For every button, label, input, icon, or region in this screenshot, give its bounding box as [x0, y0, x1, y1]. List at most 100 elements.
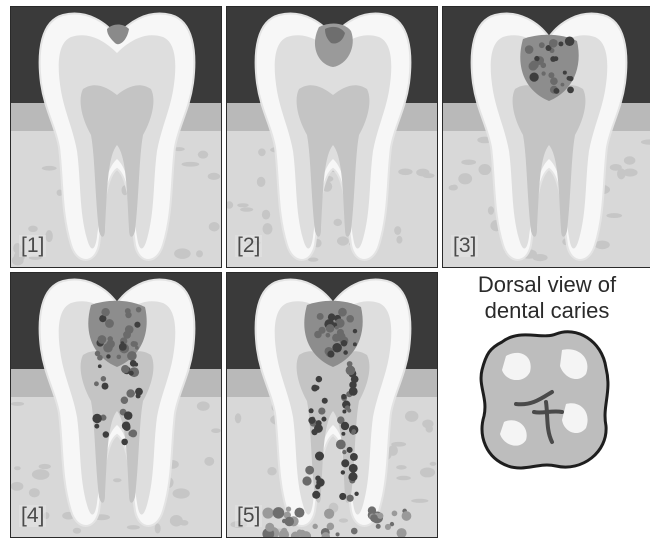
periapical-abscess	[397, 528, 407, 538]
periapical-abscess	[273, 507, 285, 519]
periapical-abscess	[281, 528, 287, 534]
bacteria-cluster	[558, 41, 563, 46]
bone-texture-spot	[11, 482, 23, 491]
bone-texture-spot	[196, 250, 203, 257]
bacteria-cluster	[103, 431, 109, 437]
tooth-illustration-stage-2	[227, 7, 438, 268]
bacteria-cluster	[342, 450, 346, 454]
bone-texture-spot	[337, 236, 349, 245]
bone-texture-spot	[478, 164, 491, 175]
bacteria-cluster	[101, 376, 106, 381]
bacteria-cluster	[124, 411, 133, 420]
periapical-abscess	[385, 524, 391, 530]
bacteria-cluster	[312, 491, 320, 499]
bone-texture-spot	[113, 478, 121, 482]
bone-texture-spot	[339, 518, 348, 522]
bone-texture-spot	[42, 166, 57, 171]
bone-texture-spot	[204, 457, 214, 466]
bone-texture-spot	[411, 499, 428, 503]
caption-line-2: dental caries	[444, 298, 650, 324]
bacteria-cluster	[341, 422, 349, 430]
bacteria-cluster	[539, 42, 545, 48]
bacteria-cluster	[132, 341, 138, 347]
bacteria-cluster	[341, 340, 348, 347]
bacteria-cluster	[341, 394, 346, 399]
bacteria-cluster	[326, 333, 331, 338]
tooth-illustration-stage-1	[11, 7, 222, 268]
stage-5-label: [5]	[235, 505, 262, 527]
bacteria-cluster	[541, 71, 545, 75]
bacteria-cluster	[341, 470, 345, 474]
bacteria-cluster	[561, 83, 565, 87]
bacteria-cluster	[316, 376, 322, 382]
periapical-abscess	[324, 509, 334, 519]
bone-texture-spot	[32, 469, 50, 480]
bone-texture-spot	[532, 254, 547, 261]
bone-texture-spot	[257, 177, 266, 187]
bacteria-cluster	[98, 335, 107, 344]
bone-texture-spot	[174, 248, 191, 258]
bacteria-cluster	[550, 77, 558, 85]
bone-texture-spot	[258, 148, 266, 156]
bone-texture-spot	[127, 525, 140, 529]
bone-texture-spot	[398, 169, 412, 176]
bacteria-cluster	[121, 439, 128, 446]
dorsal-view-tooth-crown	[476, 326, 612, 474]
bone-texture-spot	[198, 151, 208, 159]
bacteria-cluster	[567, 86, 574, 93]
periapical-abscess	[282, 519, 286, 523]
bone-texture-spot	[11, 402, 24, 406]
bone-texture-spot	[39, 464, 51, 469]
periapical-abscess	[336, 532, 340, 536]
bacteria-cluster	[345, 405, 350, 410]
bacteria-cluster	[302, 476, 311, 485]
stage-4-label: [4]	[19, 505, 46, 527]
bone-texture-spot	[14, 466, 21, 470]
bacteria-cluster	[311, 429, 317, 435]
bacteria-cluster	[342, 409, 346, 413]
bone-texture-spot	[182, 162, 200, 167]
bacteria-cluster	[529, 62, 538, 71]
periapical-abscess	[392, 511, 398, 517]
bone-texture-spot	[430, 462, 437, 466]
tooth-illustration-stage-5	[227, 273, 438, 538]
periapical-abscess	[377, 513, 383, 519]
bacteria-cluster	[305, 466, 314, 475]
bone-texture-spot	[29, 488, 40, 497]
bone-texture-spot	[208, 173, 220, 180]
bone-texture-spot	[396, 236, 402, 244]
bacteria-cluster	[318, 407, 325, 414]
bacteria-cluster	[351, 431, 355, 435]
bacteria-cluster	[341, 432, 345, 436]
bacteria-cluster	[346, 366, 356, 376]
crown-outline	[481, 332, 608, 468]
bacteria-cluster	[105, 319, 114, 328]
bacteria-cluster	[337, 329, 344, 336]
bacteria-cluster	[563, 71, 567, 75]
tooth-illustration-stage-3	[443, 7, 650, 268]
bone-texture-spot	[173, 488, 190, 498]
bacteria-cluster	[309, 408, 314, 413]
bacteria-cluster	[129, 371, 134, 376]
stage-3-panel: [3]	[442, 6, 650, 268]
bacteria-cluster	[119, 343, 127, 351]
periapical-abscess	[265, 523, 274, 532]
bone-texture-spot	[488, 206, 494, 215]
bone-texture-spot	[240, 207, 253, 211]
bone-texture-spot	[45, 230, 52, 242]
stage-2-label: [2]	[235, 235, 262, 257]
bacteria-cluster	[354, 492, 358, 496]
bacteria-cluster	[315, 385, 320, 390]
stage-1-panel: [1]	[10, 6, 222, 268]
periapical-abscess	[351, 528, 358, 535]
bacteria-cluster	[121, 365, 129, 373]
periapical-abscess	[402, 511, 412, 521]
stage-4-panel: [4]	[10, 272, 222, 538]
bacteria-cluster	[336, 440, 346, 450]
bacteria-cluster	[121, 396, 128, 403]
bone-texture-spot	[623, 169, 638, 177]
bone-texture-spot	[420, 467, 435, 477]
bacteria-cluster	[94, 424, 99, 429]
bacteria-cluster	[347, 447, 353, 453]
bacteria-cluster	[315, 452, 324, 461]
